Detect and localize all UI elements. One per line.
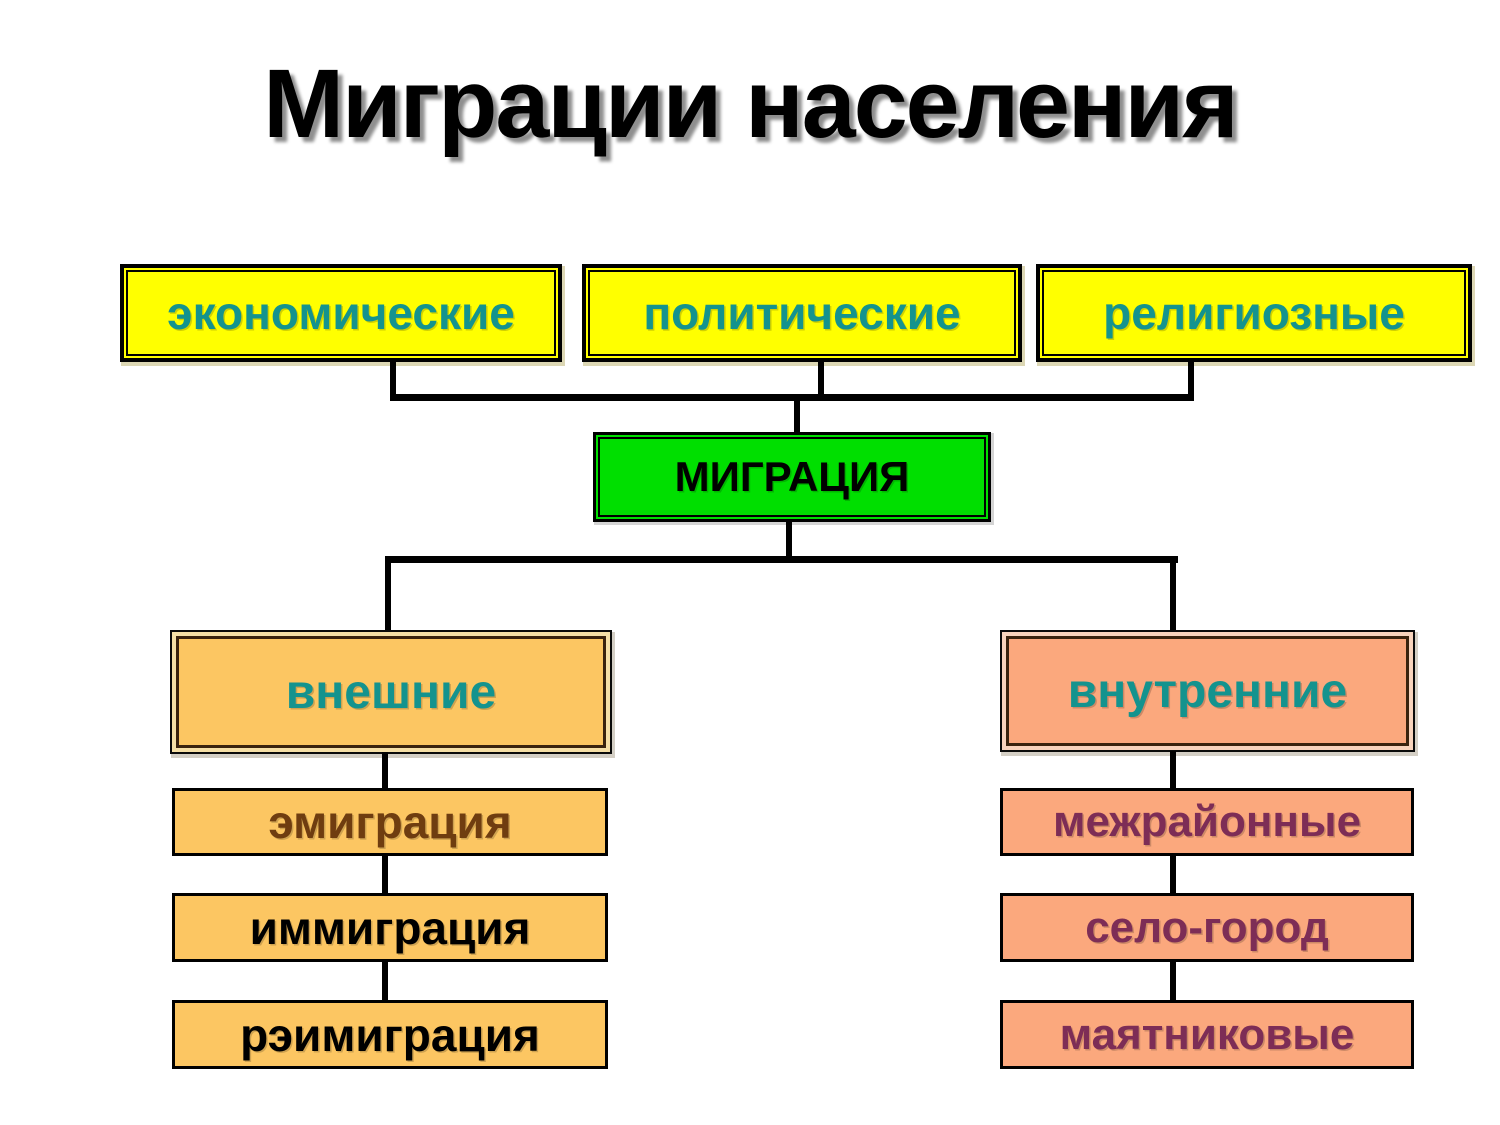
cause-box-religious: религиозные bbox=[1036, 264, 1472, 362]
connector-internal-child3 bbox=[1170, 961, 1176, 1002]
connector-internal-child2 bbox=[1170, 855, 1176, 895]
branch-box-internal: внутренние bbox=[1000, 630, 1415, 752]
leaf-box-emigration: эмиграция bbox=[172, 788, 608, 856]
leaf-box-interregional: межрайонные bbox=[1000, 788, 1414, 856]
leaf-label-emigration: эмиграция bbox=[268, 796, 512, 848]
root-box-migration: МИГРАЦИЯ bbox=[593, 432, 991, 522]
branch-label-internal: внутренние bbox=[1067, 664, 1348, 718]
cause-box-economic: экономические bbox=[120, 264, 562, 362]
leaf-label-reimmigration: рэимиграция bbox=[240, 1008, 540, 1061]
connector-cause1-down bbox=[390, 362, 396, 398]
cause-box-political: политические bbox=[582, 264, 1022, 362]
leaf-label-interregional: межрайонные bbox=[1052, 797, 1362, 846]
root-label-migration: МИГРАЦИЯ bbox=[674, 453, 910, 500]
leaf-label-immigration: иммиграция bbox=[249, 901, 531, 954]
connector-internal-child1 bbox=[1170, 751, 1176, 790]
leaf-box-village-city: село-город bbox=[1000, 893, 1414, 962]
connector-external-child3 bbox=[382, 961, 388, 1002]
connector-external-down bbox=[385, 560, 391, 632]
connector-external-child2 bbox=[382, 855, 388, 895]
connector-cause2-down bbox=[818, 362, 824, 398]
cause-label-religious: религиозные bbox=[1103, 287, 1405, 339]
leaf-box-reimmigration: рэимиграция bbox=[172, 1000, 608, 1069]
cause-label-economic: экономические bbox=[167, 287, 515, 339]
leaf-box-pendulum: маятниковые bbox=[1000, 1000, 1414, 1069]
connector-causes-horizontal bbox=[390, 394, 1194, 401]
leaf-label-pendulum: маятниковые bbox=[1059, 1009, 1355, 1059]
connector-cause3-down bbox=[1188, 362, 1194, 398]
connector-external-child1 bbox=[382, 752, 388, 790]
branch-label-external: внешние bbox=[285, 665, 497, 719]
connector-root-up bbox=[794, 399, 800, 434]
connector-root-down bbox=[786, 520, 792, 560]
connector-branches-horizontal bbox=[385, 556, 1178, 563]
page-title: Миграции населения bbox=[263, 49, 1238, 158]
connector-internal-down bbox=[1170, 560, 1176, 632]
leaf-label-village-city: село-город bbox=[1085, 902, 1329, 952]
leaf-box-immigration: иммиграция bbox=[172, 893, 608, 962]
branch-box-external: внешние bbox=[170, 630, 612, 754]
cause-label-political: политические bbox=[643, 287, 961, 339]
